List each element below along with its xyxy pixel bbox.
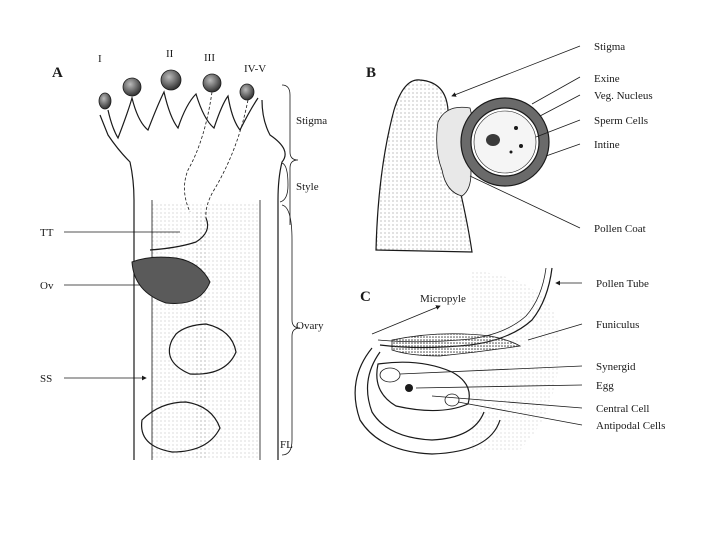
label-sperm-cells: Sperm Cells — [594, 115, 648, 127]
pollen-grains-a — [98, 69, 255, 110]
leader-synergid — [399, 365, 583, 375]
label-funiculus: Funiculus — [596, 319, 639, 331]
ovule-2 — [168, 323, 237, 375]
label-antipodal-cells: Antipodal Cells — [596, 420, 665, 432]
pollen-grain — [239, 83, 255, 101]
label-ov: Ov — [40, 280, 54, 292]
panel-b: B Stigma Exine Veg. Nucleus Sperm Cells … — [366, 41, 653, 253]
placental-stipple — [470, 270, 560, 450]
label-stigma-b: Stigma — [594, 41, 625, 53]
leader-intine — [545, 143, 581, 157]
sperm-cell — [519, 144, 523, 148]
pollen-tube-a1 — [184, 91, 213, 213]
pollen-cytoplasm — [473, 110, 537, 174]
label-synergid: Synergid — [596, 361, 636, 373]
antipodal-cells — [444, 393, 460, 407]
label-group-iv-v: IV-V — [244, 63, 266, 75]
label-group-iii: III — [204, 52, 215, 64]
panel-a-letter: A — [52, 65, 63, 81]
ovule-3 — [140, 401, 221, 453]
label-exine: Exine — [594, 73, 620, 85]
pistil-outline — [99, 99, 286, 460]
synergid — [379, 367, 401, 383]
label-tt: TT — [40, 227, 54, 239]
sperm-cell — [509, 150, 513, 154]
leader-central-cell — [431, 395, 583, 409]
label-central-cell: Central Cell — [596, 403, 649, 415]
inner-integument — [366, 351, 485, 441]
pollen-grain — [122, 77, 142, 97]
leader-funiculus — [527, 323, 583, 341]
leader-egg — [415, 384, 583, 389]
label-intine: Intine — [594, 139, 620, 151]
stigma-brace — [281, 84, 299, 225]
panel-c-letter: C — [360, 289, 371, 305]
leader-pollen-coat — [469, 175, 581, 229]
leader-veg-nucleus — [539, 94, 581, 117]
vegetative-nucleus — [486, 134, 500, 146]
label-style: Style — [296, 181, 319, 193]
panel-a: A I II III IV-V Stigma S — [40, 48, 327, 460]
leader-antipodal-cells — [457, 401, 583, 426]
label-veg-nucleus: Veg. Nucleus — [594, 90, 653, 102]
egg — [405, 384, 413, 392]
style-brace — [279, 162, 289, 203]
pollen-tube-a2 — [205, 99, 249, 219]
ovule-dark — [131, 256, 211, 305]
stigma-lobes — [107, 90, 259, 140]
label-ovary: Ovary — [296, 320, 324, 332]
panel-b-letter: B — [366, 65, 376, 81]
label-pollen-tube: Pollen Tube — [596, 278, 649, 290]
leader-exine — [531, 76, 581, 105]
label-egg: Egg — [596, 380, 614, 392]
label-group-i: I — [98, 53, 102, 65]
leader-stigma-b — [451, 45, 581, 97]
pollen-grain — [98, 92, 112, 110]
label-ss: SS — [40, 373, 52, 385]
label-group-ii: II — [166, 48, 174, 60]
leader-micropyle — [371, 305, 441, 335]
sperm-cell — [514, 126, 518, 130]
leader-sperm-cells — [535, 119, 581, 138]
pollen-grain — [202, 73, 222, 93]
label-fl: FL — [280, 439, 293, 451]
label-micropyle: Micropyle — [420, 293, 466, 305]
pollen-grain — [160, 69, 182, 91]
panel-c: C Micropyle Pollen Tube Funiculus Synerg… — [354, 267, 665, 455]
embryo-sac — [376, 361, 470, 412]
funiculus — [391, 333, 522, 357]
label-pollen-coat: Pollen Coat — [594, 223, 646, 235]
label-stigma-a: Stigma — [296, 115, 327, 127]
pollen-tube-entry — [149, 217, 209, 251]
transmitting-tract — [196, 210, 206, 460]
ovary-brace — [281, 204, 301, 456]
outer-integument — [354, 347, 501, 455]
